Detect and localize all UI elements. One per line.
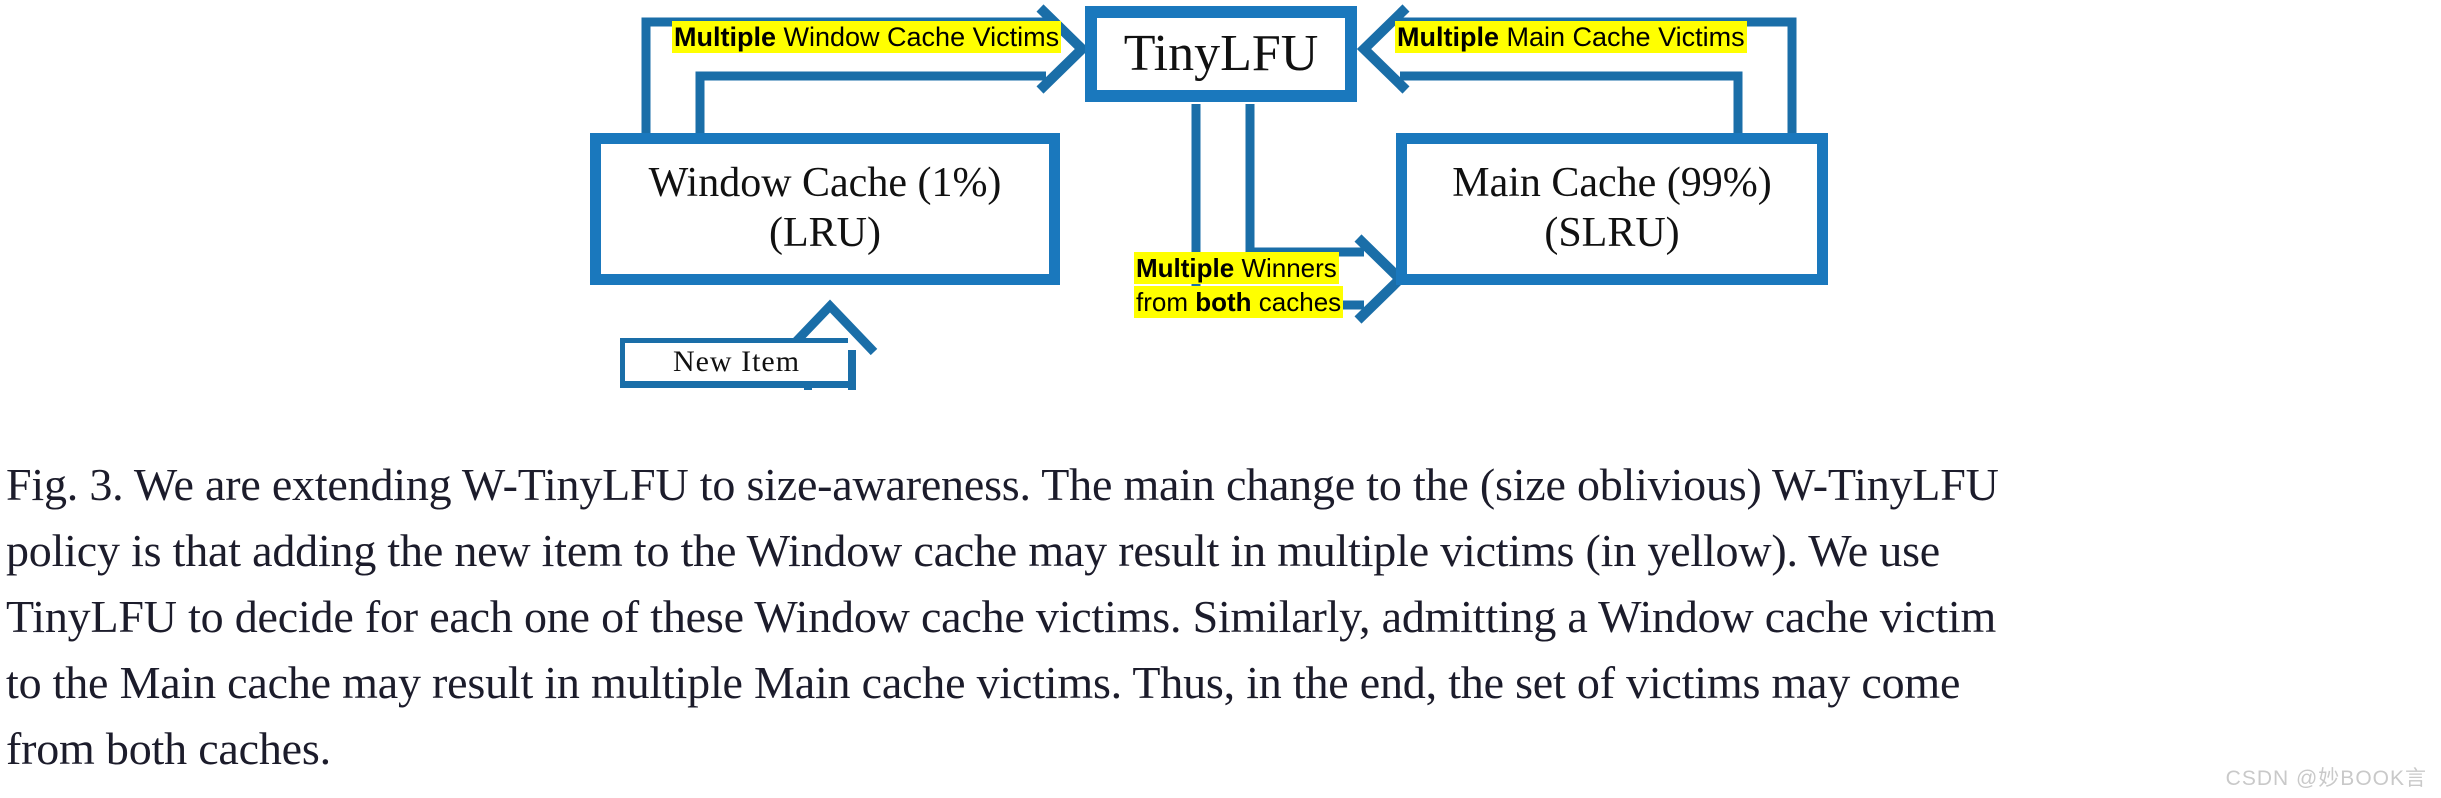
node-new-item-label: New Item (672, 345, 801, 378)
label-main-cache-victims-bold: Multiple (1397, 22, 1499, 52)
label-multiple-winners-line2-bold: both (1195, 286, 1252, 317)
label-main-cache-victims: Multiple Main Cache Victims (1395, 20, 1747, 55)
label-multiple-winners-rest: Winners (1234, 253, 1337, 283)
figure-diagram: TinyLFU Window Cache (1%) (LRU) Main Cac… (590, 4, 1828, 390)
node-new-item: New Item (620, 338, 848, 388)
label-window-cache-victims-bold: Multiple (674, 22, 776, 52)
node-tinylfu-label: TinyLFU (1123, 25, 1319, 83)
caption-line-5: from both caches. (6, 723, 331, 774)
node-window-cache-line1: Window Cache (1%) (648, 160, 1002, 207)
caption-line-2: policy is that adding the new item to th… (6, 525, 1941, 576)
label-multiple-winners-line2-pre: from (1136, 286, 1196, 317)
csdn-watermark: CSDN @妙BOOK言 (2225, 767, 2427, 790)
caption-line-1: Fig. 3. We are extending W-TinyLFU to si… (6, 459, 1999, 510)
node-main-cache-line2: (SLRU) (1544, 210, 1680, 256)
caption-line-4: to the Main cache may result in multiple… (6, 657, 1961, 708)
label-window-cache-victims-rest: Window Cache Victims (776, 22, 1060, 52)
node-window-cache-line2: (LRU) (769, 210, 881, 256)
figure-caption: Fig. 3. We are extending W-TinyLFU to si… (6, 452, 2436, 782)
label-multiple-winners: Multiple Winners from both caches (1134, 252, 1344, 320)
label-multiple-winners-bold: Multiple (1136, 253, 1235, 283)
caption-line-3: TinyLFU to decide for each one of these … (6, 591, 1997, 642)
label-window-cache-victims: Multiple Window Cache Victims (672, 20, 1062, 55)
node-main-cache: Main Cache (99%) (SLRU) (1396, 133, 1828, 285)
node-main-cache-line1: Main Cache (99%) (1452, 160, 1772, 207)
node-tinylfu: TinyLFU (1085, 6, 1357, 102)
node-window-cache: Window Cache (1%) (LRU) (590, 133, 1060, 285)
label-main-cache-victims-rest: Main Cache Victims (1499, 22, 1745, 52)
label-multiple-winners-line2-post: caches (1251, 286, 1342, 317)
